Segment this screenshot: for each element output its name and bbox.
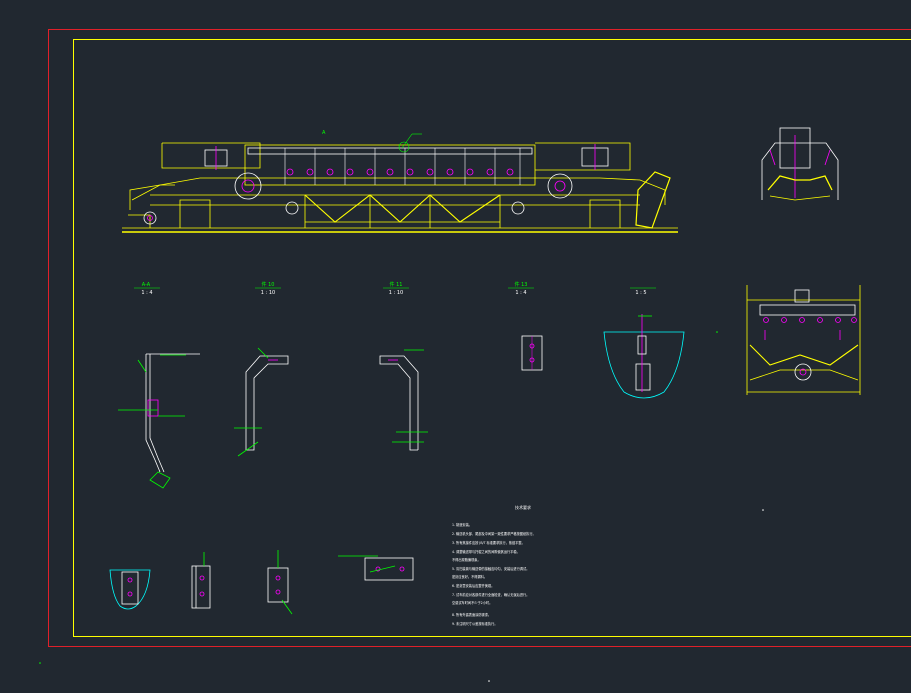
detail-label-part-11: 件 11 1 : 10 — [383, 281, 409, 296]
inner-frame — [73, 39, 911, 637]
svg-text:件 13: 件 13 — [515, 281, 528, 288]
detail-label-a-a: A-A 1 : 4 — [134, 282, 160, 296]
note-line: 4. 调整输送带与托辊之间的间隙使其运行平稳。 — [452, 549, 520, 554]
stray-point — [488, 680, 490, 682]
svg-text:件 10: 件 10 — [262, 281, 275, 288]
part-11-bracket — [379, 349, 428, 451]
svg-text:件 11: 件 11 — [390, 281, 403, 288]
detail-view-labels: A-A 1 : 4 件 10 1 : 10 件 11 1 : 10 件 13 1… — [134, 281, 656, 296]
section-mark-label: A — [322, 130, 326, 136]
note-line: 3. 所有焦接件应按 JB/T 标准要求执行，焦缝平整。 — [452, 540, 525, 545]
note-line: 密封应良好。不得漏料。 — [452, 574, 487, 579]
note-line: 5. 清扫装置与输送带的接触应均匀，安装后进行调试。 — [452, 566, 529, 571]
conveyor-elevation-view — [122, 142, 678, 233]
stray-point — [716, 331, 718, 333]
svg-text:1 : 4: 1 : 4 — [141, 290, 152, 296]
tech-requirements-title: 技术要求 — [515, 504, 531, 510]
bottom-parts — [109, 550, 414, 615]
note-line: 2. 输送机头部、尾部及中间架一致性要求严格按图纸执行。 — [452, 531, 536, 536]
cover-detail-1-5 — [603, 314, 685, 399]
svg-text:1 : 4: 1 : 4 — [515, 290, 526, 296]
side-detail-view — [746, 285, 861, 395]
part-10-bracket — [234, 347, 289, 457]
svg-text:1 : 10: 1 : 10 — [389, 290, 403, 296]
note-line: 9. 未注明尺寸公差按标准执行。 — [452, 621, 498, 626]
stray-point — [762, 509, 764, 511]
svg-text:1 : 10: 1 : 10 — [261, 290, 275, 296]
detail-label-part-13: 件 13 1 : 4 — [508, 281, 534, 296]
main-view-annotation: A — [322, 130, 422, 153]
part-13-plate — [521, 335, 543, 371]
note-line: 1. 制造安装。 — [452, 522, 472, 527]
outer-frame — [48, 29, 911, 647]
note-line: 不得出现跑偏现象。 — [452, 557, 481, 562]
end-section-view — [761, 127, 839, 201]
stray-point — [39, 662, 41, 664]
note-line: 空载试车时间不少于2小时。 — [452, 600, 492, 605]
detail-label-part-10: 件 10 1 : 10 — [255, 281, 281, 296]
note-line: 6. 密封罩安装后应整齐美观。 — [452, 583, 494, 588]
note-line: 8. 所有外露表面涂防锈漆。 — [452, 612, 491, 617]
svg-text:1 : 5: 1 : 5 — [635, 290, 646, 296]
svg-text:A-A: A-A — [142, 282, 151, 288]
note-line: 7. 试车前应对各部件进行全面检查，确认无误后进行。 — [452, 592, 529, 597]
detail-label-scale-1-5: 1 : 5 — [630, 287, 656, 296]
section-a-a-detail — [118, 353, 200, 489]
tech-requirements-notes: 技术要求 1. 制造安装。 2. 输送机头部、尾部及中间架一致性要求严格按图纸执… — [452, 504, 536, 626]
